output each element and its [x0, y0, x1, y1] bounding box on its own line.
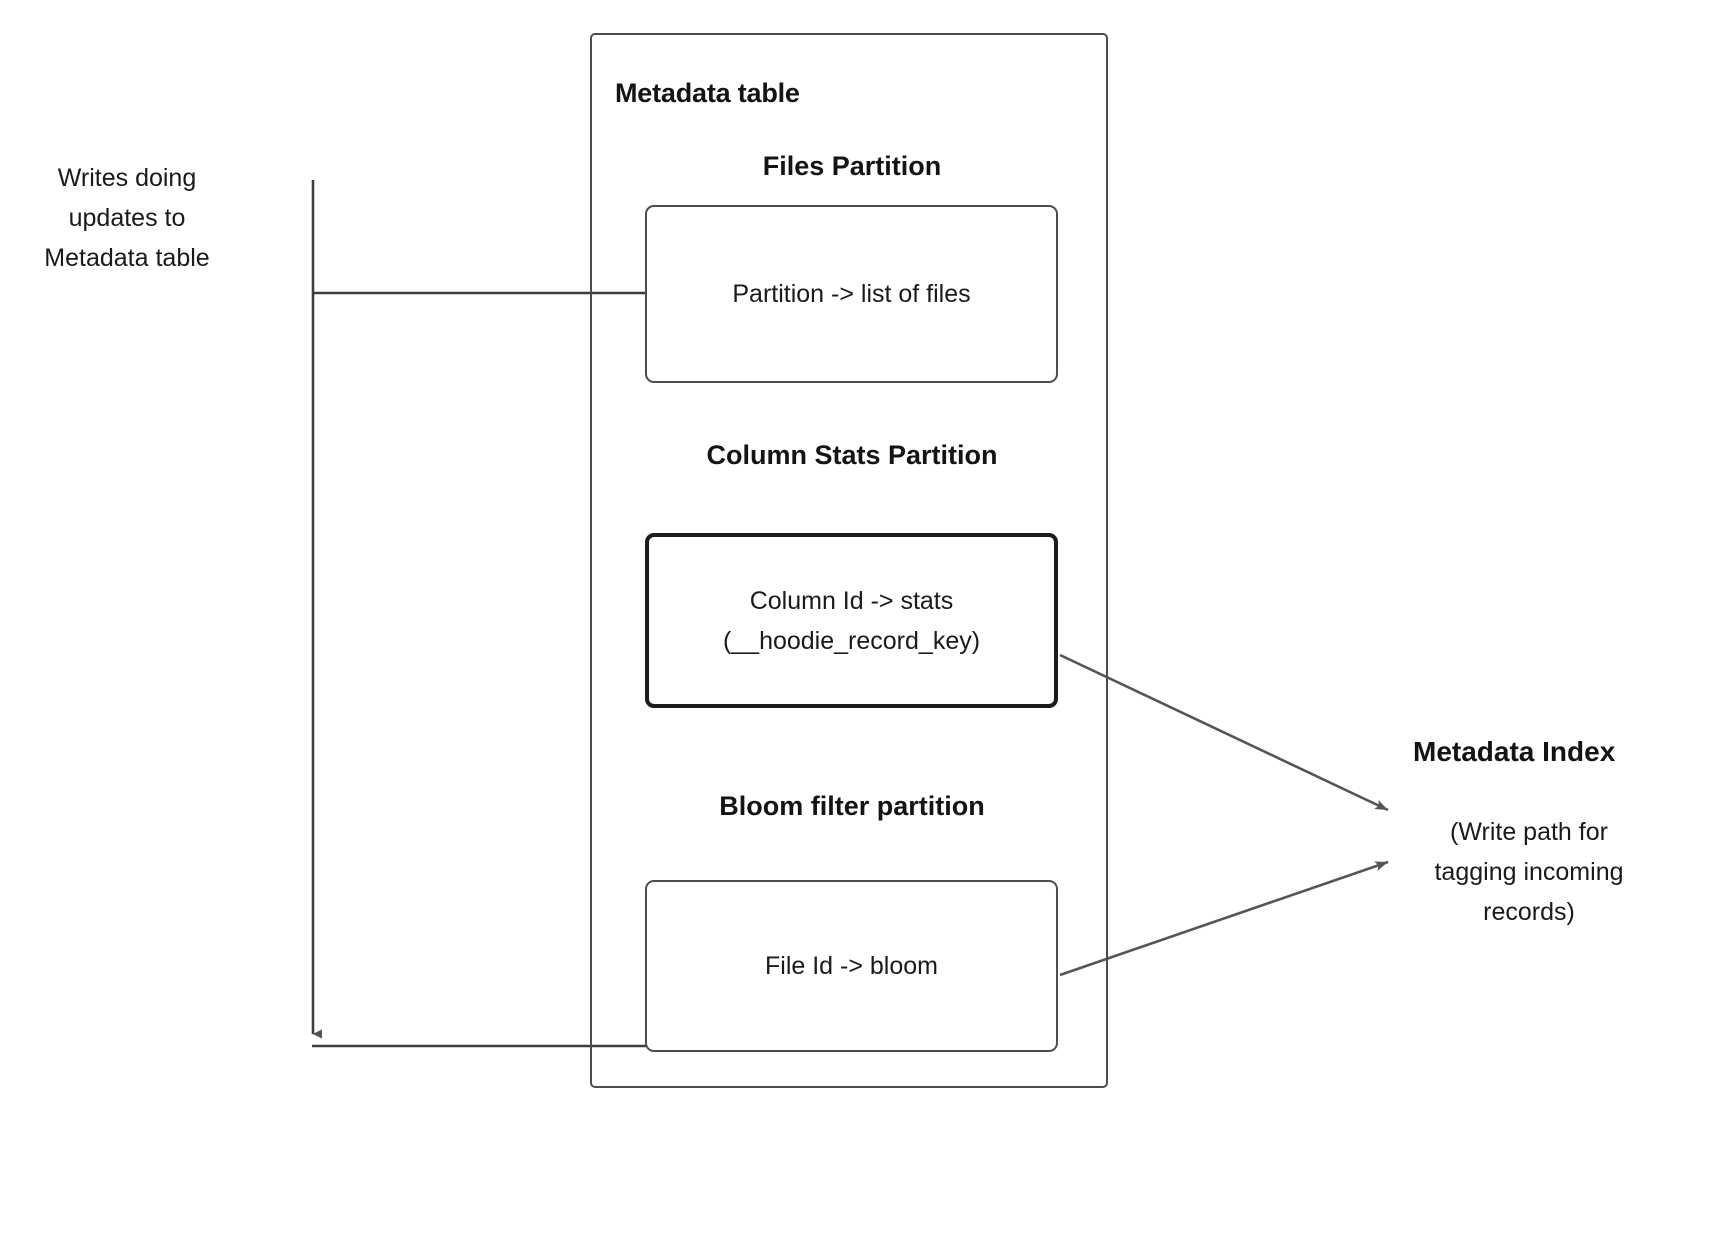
files-partition-box: Partition -> list of files	[645, 205, 1058, 383]
column-stats-partition-box: Column Id -> stats (__hoodie_record_key)	[645, 533, 1058, 708]
bloom-filter-partition-text: File Id -> bloom	[765, 952, 938, 980]
metadata-index-caption: (Write path for tagging incoming records…	[1434, 818, 1624, 926]
bloom-to-index-arrow	[1059, 860, 1389, 977]
bloom-filter-partition-box: File Id -> bloom	[645, 880, 1058, 1052]
files-partition-heading: Files Partition	[762, 151, 942, 181]
metadata-table-container	[590, 33, 1108, 1088]
column-stats-partition-text: Column Id -> stats (__hoodie_record_key)	[722, 586, 981, 655]
metadata-index-title: Metadata Index	[1413, 736, 1616, 767]
writes-annotation: Writes doing updates to Metadata table	[44, 164, 210, 272]
bloom-filter-partition-heading: Bloom filter partition	[719, 791, 985, 821]
metadata-table-title: Metadata table	[615, 78, 800, 108]
files-partition-text: Partition -> list of files	[732, 280, 971, 308]
colstats-to-index-arrow	[1059, 653, 1389, 812]
column-stats-partition-heading: Column Stats Partition	[706, 440, 998, 470]
